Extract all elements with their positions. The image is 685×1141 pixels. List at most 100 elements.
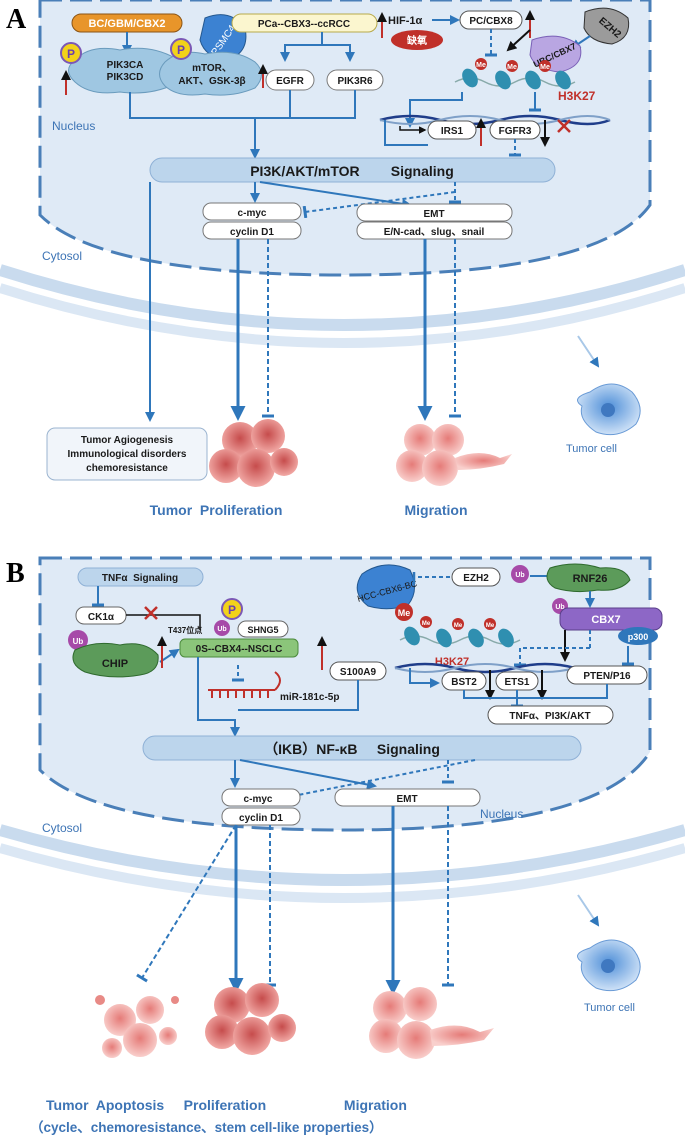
me-a1: Me [476,62,486,69]
tumor-cell-b-label: Tumor cell [584,1002,635,1014]
migration-cells-a [396,424,512,486]
panel-b-letter: B [6,558,25,589]
nucleus-a-label: Nucleus [52,119,95,133]
emt-a-sub-label: E/N-cad、slug、snail [384,227,485,238]
emt-b-box [334,788,481,807]
p300-label: p300 [628,632,649,642]
nfkb-signaling-label: （IKB）NF-κB Signaling [264,741,440,757]
pca-cbx3-label: PCa--CBX3--ccRCC [258,19,350,30]
cmyc-b-label: c-myc [244,794,273,805]
emt-a-sub-box [356,221,513,240]
block-mark-a [557,119,571,133]
tumor-cell-b-icon [577,939,641,992]
panel-b: B TNFα Signaling CK1α P T437位点 Ub SHNG5 … [0,556,685,1135]
egfr-label: EGFR [276,76,305,87]
me-b3: Me [454,623,463,629]
t437-label: T437位点 [168,625,202,635]
pca-cbx3-box [231,13,378,33]
phospho-a1-icon [60,42,82,64]
mirna-icon [208,689,275,698]
fgfr3-label: FGFR3 [499,126,532,137]
block-mark-b [144,606,158,620]
ub-b1-label: Ub [217,626,226,633]
tnfa-pi3k-box [487,705,614,725]
nucleus-b [38,556,652,832]
cyclin-b-label: cyclin D1 [239,813,283,824]
methyl-marks-b: Me Me Me Me [395,603,496,630]
proliferation-a-label: Tumor Proliferation [150,502,283,518]
ub-b3-label: Ub [515,572,524,579]
me-a3: Me [540,64,550,71]
pik3r6-label: PIK3R6 [337,76,372,87]
me-b2: Me [422,621,431,627]
ck1a-label: CK1α [88,612,115,623]
hypoxia-ellipse [391,30,443,50]
bc-gbm-cbx2-label: BC/GBM/CBX2 [88,18,165,30]
shng5-box [237,620,289,638]
mtor-label: mTOR、 [192,63,232,74]
os-cbx4-box [179,638,299,658]
akt-gsk-label: AKT、GSK-3β [178,76,245,87]
tumor-cell-a-icon [577,383,641,436]
os-cbx4-label: 0S--CBX4--NSCLC [196,644,283,655]
emt-a-box [356,203,513,222]
bst2-label: BST2 [451,677,477,688]
nfkb-signaling-bar [142,735,582,761]
tnfa-signaling-label: TNFα Signaling [102,573,178,584]
phospho-a2-icon [170,38,192,60]
outcomes-b-line1: Tumor Apoptosis Proliferation Migration [46,1097,407,1113]
p300-ellipse [618,627,658,645]
phospho-a1-label: P [67,47,75,61]
pten-label: PTEN/P16 [583,671,631,682]
nucleosomes-b [404,626,514,648]
nucleosomes-a [462,68,571,90]
ub-b2-icon [68,630,88,650]
mtor-cloud [159,51,262,96]
chip-shape [72,642,159,678]
phospho-b-icon [221,598,243,620]
tumor-agio-box [46,427,208,481]
migration-cells-b [369,987,494,1059]
membrane-a-inner [0,283,685,348]
migration-a-label: Migration [405,502,468,518]
cytosol-b-label: Cytosol [42,821,82,835]
pik3ca-label: PIK3CA [107,60,144,71]
emt-b-label: EMT [396,794,417,805]
tumor-cell-a-label: Tumor cell [566,443,617,455]
ezh2-a-shape [583,7,630,45]
tumor-agio-l2: Immunological disorders [68,449,187,460]
pc-cbx8-label: PC/CBX8 [469,16,513,27]
tumor-agio-l1: Tumor Agiogenesis [81,435,174,446]
cbx7-box [559,607,663,631]
ub-b4-label: Ub [555,604,564,611]
tnfa-pi3k-label: TNFα、PI3K/AKT [509,711,590,722]
membrane-a-outer [0,264,685,331]
proliferation-cells-a [209,419,298,487]
cmyc-a-box [202,202,302,221]
membrane-b-inner [0,843,685,903]
cyclin-a-label: cyclin D1 [230,227,274,238]
hif1a-label: HIF-1α [388,15,423,27]
ezh2-b-box [451,567,501,587]
methyl-marks-a: Me Me Me [475,58,551,72]
ets1-label: ETS1 [504,677,529,688]
ub-b2-label: Ub [73,637,84,646]
emt-a-label: EMT [423,209,444,220]
nucleus-b-label: Nucleus [480,807,523,821]
cyclin-b-box [221,807,301,826]
ub-b1-icon [214,620,230,636]
proliferation-cells-b [205,983,296,1055]
cytosol-a-label: Cytosol [42,249,82,263]
panel-a: A BC/GBM/CBX2 PIK3CA PIK3CD P PSMC4 PCa-… [0,0,685,518]
cyclin-a-box [202,221,302,240]
me-b4: Me [486,623,495,629]
hypoxia-label: 缺氧 [406,34,427,47]
ub-b3-icon [511,565,529,583]
outcomes-b-line2: （cycle、chemoresistance、stem cell-like pr… [30,1120,383,1135]
cbx7-label: CBX7 [591,614,620,626]
tnfa-signaling-box [77,567,204,587]
irs1-box [427,120,477,140]
h3k27-a-label: H3K27 [558,89,596,103]
membrane-b-outer [0,824,685,886]
phospho-b-label: P [228,603,236,617]
